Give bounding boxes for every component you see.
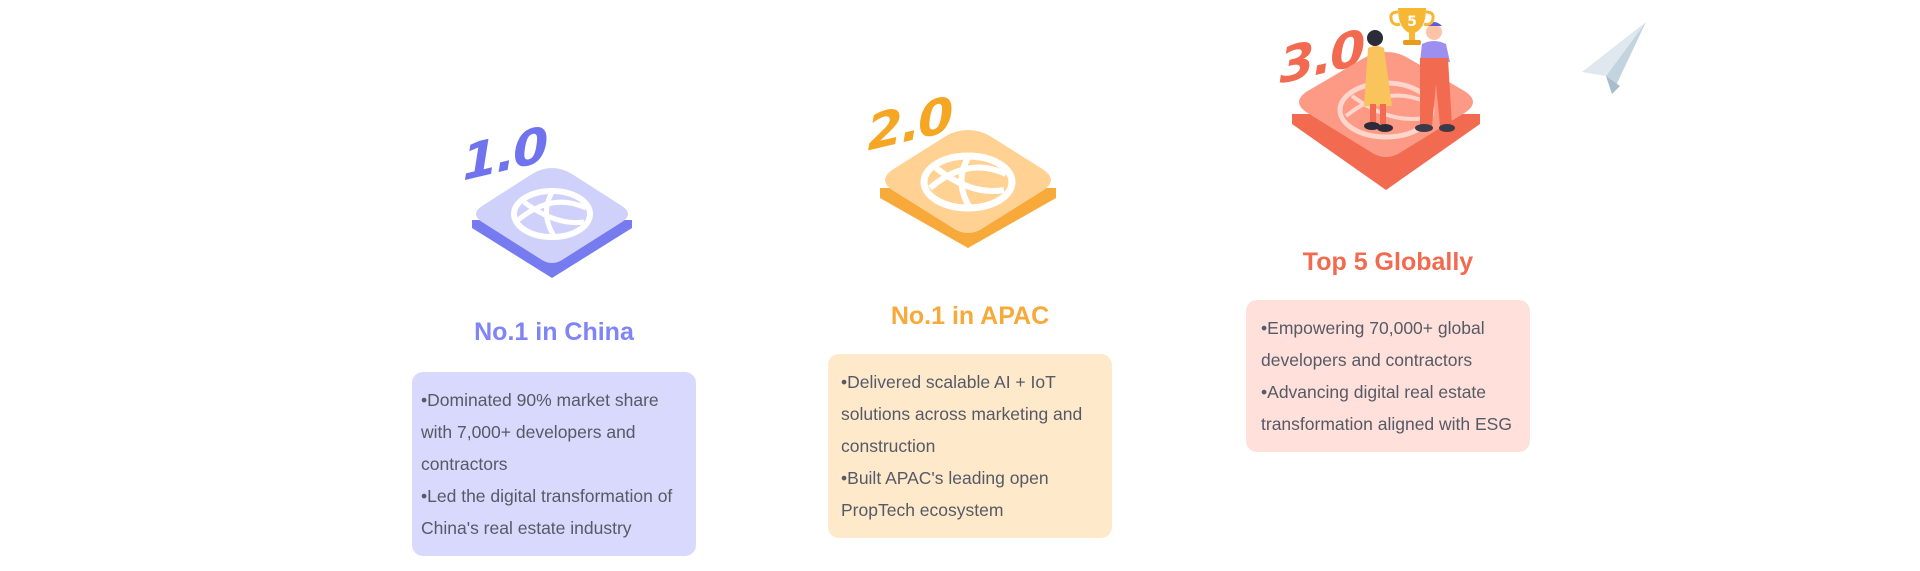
stage-2-card: Delivered scalable AI + IoT solutions ac… <box>828 354 1112 538</box>
stage-3-bullet: Empowering 70,000+ global developers and… <box>1261 312 1520 376</box>
trophy-number: 5 <box>1407 14 1417 30</box>
stage-1-title: No.1 in China <box>474 318 634 346</box>
globe-platform-icon <box>880 130 1056 248</box>
paper-plane-icon <box>1582 22 1646 94</box>
stage-2-bullet: Delivered scalable AI + IoT solutions ac… <box>841 366 1102 462</box>
stage-2-bullet: Built APAC's leading open PropTech ecosy… <box>841 462 1102 526</box>
stage-1-bullet: Led the digital transformation of China'… <box>421 480 686 544</box>
stage-3-bullet: Advancing digital real estate transforma… <box>1261 376 1520 440</box>
stage-3-card: Empowering 70,000+ global developers and… <box>1246 300 1530 452</box>
stage-1-card: Dominated 90% market share with 7,000+ d… <box>412 372 696 556</box>
globe-platform-with-trophy-icon: 5 <box>1292 8 1480 190</box>
globe-platform-icon <box>472 168 632 278</box>
stage-1-bullet: Dominated 90% market share with 7,000+ d… <box>421 384 686 480</box>
stage-2-title: No.1 in APAC <box>890 302 1050 330</box>
stage-3-title: Top 5 Globally <box>1302 248 1474 276</box>
